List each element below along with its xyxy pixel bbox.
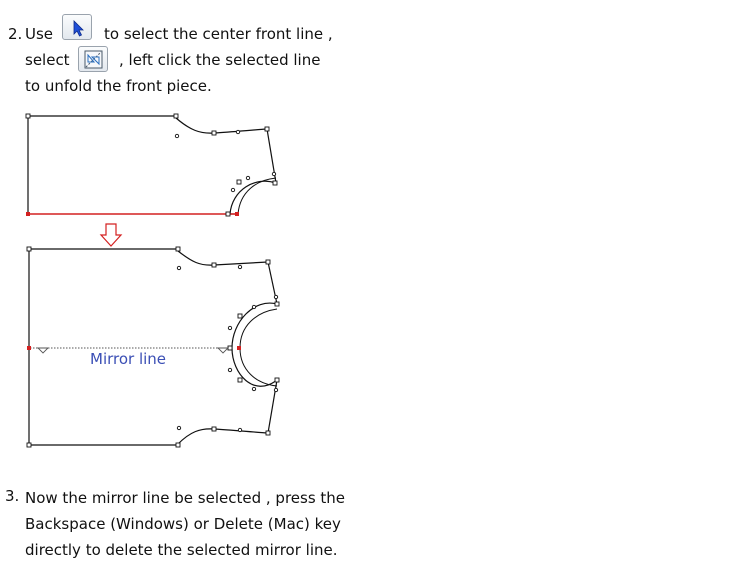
mirror-endpoint-left (27, 346, 31, 350)
arrow-cursor-icon (73, 20, 84, 37)
step2-select-text: select (25, 51, 70, 69)
selected-endpoint-left (26, 212, 30, 216)
step2-number: 2. (8, 25, 23, 43)
mirror-marker-right-icon (216, 347, 230, 354)
step3-line3-text: directly to delete the selected mirror l… (25, 541, 338, 559)
mirror-unfold-icon (84, 50, 103, 69)
step2-line1-text: to select the center front line , (104, 25, 333, 43)
step2-line3-text: to unfold the front piece. (25, 77, 212, 95)
step2-use-text: Use (25, 25, 54, 43)
mirror-tool-button[interactable] (78, 46, 108, 72)
folded-piece-points (25, 113, 278, 217)
selected-endpoint-right (235, 212, 239, 216)
mirror-line-label: Mirror line (90, 350, 167, 368)
select-tool-button[interactable] (62, 14, 92, 40)
down-arrow-icon (99, 223, 123, 247)
step3-line2-text: Backspace (Windows) or Delete (Mac) key (25, 515, 341, 533)
mirror-marker-left-icon (36, 347, 50, 354)
unfolded-piece-points (26, 246, 280, 448)
mirror-endpoint-right (237, 346, 241, 350)
step3-line1-text: Now the mirror line be selected , press … (25, 489, 346, 507)
step2-line2-text: , left click the selected line (119, 51, 321, 69)
step3-number: 3. (5, 487, 20, 505)
